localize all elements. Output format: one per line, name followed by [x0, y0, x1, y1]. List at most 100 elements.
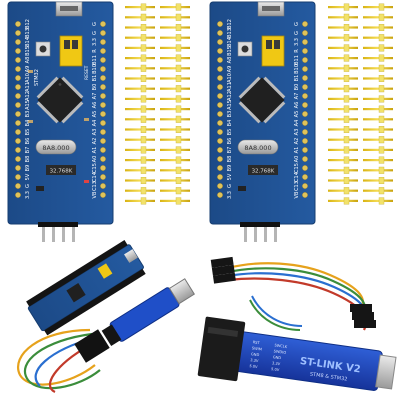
stlink-pin-label: SWDIO: [273, 349, 286, 355]
crystal-label: 8A8.000: [42, 144, 69, 152]
header-pin: [160, 159, 190, 162]
header-pin: [125, 169, 155, 172]
pin-label: 3.3: [227, 191, 233, 199]
stlink-stick: [101, 278, 195, 347]
mcu-chip: [36, 76, 84, 124]
boot-jumper-block: [59, 35, 83, 67]
header-pin: [160, 108, 190, 111]
pin-label: B12: [25, 19, 31, 29]
pin-label: B3: [25, 111, 31, 118]
header-pin: [125, 179, 155, 182]
header-pin: [328, 128, 358, 131]
header-pin: [363, 36, 393, 39]
pin-holes-right-board: [217, 21, 308, 198]
crystal-oscillator: [35, 139, 77, 155]
pin-label: A1: [294, 147, 300, 154]
header-pin: [125, 97, 155, 100]
stlink-sublabel: STM8 & STM32: [310, 372, 348, 383]
header-pin: [160, 57, 190, 60]
pin-label: A0: [294, 156, 300, 163]
stlink-pin-label: GND: [251, 352, 260, 357]
pin-label: A8: [227, 57, 233, 64]
pin-label: B5: [227, 129, 233, 136]
header-pin: [328, 159, 358, 162]
pin-label: A4: [294, 120, 300, 127]
header-pin: [363, 128, 393, 131]
header-pin: [363, 138, 393, 141]
stlink-pin-label: GND: [273, 355, 282, 360]
rtc-crystal: [46, 165, 76, 175]
header-pin: [328, 138, 358, 141]
pin-label: A10: [25, 73, 31, 83]
assembled-board-with-stlink: [17, 240, 195, 393]
pin-label: B11: [294, 55, 300, 65]
pin-label: VB: [294, 191, 300, 198]
pin-label: B14: [227, 37, 233, 47]
header-pin: [328, 108, 358, 111]
pin-label: B3: [227, 111, 233, 118]
pin-label: B14: [25, 37, 31, 47]
pin-label: A5: [92, 111, 98, 118]
header-pin: [125, 138, 155, 141]
header-pin: [363, 67, 393, 70]
header-pin: [125, 199, 155, 202]
header-pin: [160, 36, 190, 39]
header-pin: [363, 189, 393, 192]
header-pin: [363, 57, 393, 60]
pin-label: B12: [227, 19, 233, 29]
pin-label: VB: [92, 191, 98, 198]
header-pin: [363, 148, 393, 151]
pin-label: C14: [294, 172, 300, 182]
header-pin: [125, 77, 155, 80]
header-pin: [328, 169, 358, 172]
header-pin: [363, 26, 393, 29]
pin-label: B10: [294, 64, 300, 74]
header-pin: [363, 159, 393, 162]
header-pin: [160, 128, 190, 131]
pin-label: C15: [92, 163, 98, 173]
pin-label: A5: [294, 111, 300, 118]
header-pin: [125, 36, 155, 39]
pin-label: A3: [92, 129, 98, 136]
pin-label: B6: [227, 138, 233, 145]
header-pin: [363, 16, 393, 19]
pin-label: C14: [92, 172, 98, 182]
pin-label: A10: [227, 73, 233, 83]
header-pin: [363, 77, 393, 80]
pin-label: A11: [25, 82, 31, 92]
header-pin: [125, 67, 155, 70]
pin-label: B9: [25, 165, 31, 172]
pin-label: A8: [25, 57, 31, 64]
header-pin: [125, 16, 155, 19]
stlink-pin-label: RST: [252, 340, 260, 345]
header-pin: [160, 46, 190, 49]
pin-label: A7: [92, 93, 98, 100]
header-pin: [125, 159, 155, 162]
pin-label: 3.3: [294, 38, 300, 46]
header-pin: [160, 179, 190, 182]
header-pin: [160, 97, 190, 100]
header-pin: [328, 16, 358, 19]
pin-label: B7: [25, 147, 31, 154]
header-pin: [125, 26, 155, 29]
header-pin: [363, 46, 393, 49]
header-pin: [160, 6, 190, 9]
header-pin: [125, 87, 155, 90]
header-pin: [363, 87, 393, 90]
pin-label: A15: [227, 100, 233, 110]
pin-holes-left-column: [15, 21, 21, 198]
pin-header-strips-right: [328, 3, 393, 205]
pin-label: B8: [227, 156, 233, 163]
pin-header-strips-left: [125, 3, 190, 205]
pin-label: A11: [227, 82, 233, 92]
pin-label: A4: [92, 120, 98, 127]
header-pin: [125, 57, 155, 60]
header-pin: [160, 77, 190, 80]
header-pin: [363, 169, 393, 172]
pin-label: A2: [294, 138, 300, 145]
header-pin: [125, 46, 155, 49]
header-pin: [160, 169, 190, 172]
header-pin: [328, 199, 358, 202]
pin-holes-right-column: [100, 21, 106, 198]
